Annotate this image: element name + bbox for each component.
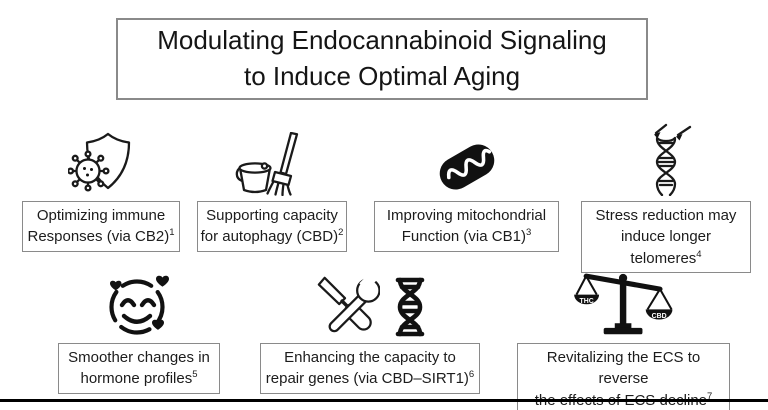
card-telomeres-label: Stress reduction may induce longer telom… [581, 201, 751, 273]
card-immune: Optimizing immune Responses (via CB2)1 [22, 122, 180, 252]
balance-scale-icon: THC CBD [573, 273, 672, 335]
virus-shield-icon [68, 132, 131, 192]
screwdriver-wrench-icon [317, 272, 380, 333]
card-gene-repair: Enhancing the capacity to repair genes (… [260, 272, 480, 394]
bucket-broom-icon [235, 132, 299, 196]
card-immune-label: Optimizing immune Responses (via CB2)1 [22, 201, 180, 252]
card-autophagy: Supporting capacity for autophagy (CBD)2 [197, 122, 347, 252]
footnote-3: 3 [525, 227, 532, 239]
footnote-6: 6 [468, 369, 475, 381]
love-face-icon [109, 275, 169, 335]
card-hormones-label: Smoother changes in hormone profiles5 [58, 343, 220, 394]
dna-bold-icon [395, 277, 425, 337]
card-ecs-balance-label: Revitalizing the ECS to reverse the effe… [517, 343, 730, 410]
figure-title-line1: Modulating Endocannabinoid Signaling [157, 25, 607, 56]
card-ecs-balance: THC CBD Revitalizing the ECS to reverse … [517, 272, 730, 410]
card-telomeres: Stress reduction may induce longer telom… [581, 122, 751, 273]
card-hormones: Smoother changes in hormone profiles5 [58, 272, 220, 394]
card-autophagy-label: Supporting capacity for autophagy (CBD)2 [197, 201, 347, 252]
footnote-7: 7 [707, 390, 713, 402]
mitochondria-icon [439, 144, 494, 190]
figure-title-box: Modulating Endocannabinoid Signaling to … [116, 18, 648, 100]
footnote-4: 4 [696, 248, 702, 260]
footnote-1: 1 [169, 227, 175, 239]
card-gene-repair-label: Enhancing the capacity to repair genes (… [260, 343, 480, 394]
footnote-2: 2 [338, 227, 344, 239]
footnote-5: 5 [192, 369, 198, 381]
card-mitochondria: Improving mitochondrial Function (via CB… [374, 122, 559, 252]
card-mitochondria-label: Improving mitochondrial Function (via CB… [374, 201, 559, 252]
figure-title-line2: to Induce Optimal Aging [243, 61, 521, 91]
dna-arrows-icon [654, 123, 692, 196]
scale-pan-right-label: CBD [651, 313, 666, 320]
scale-pan-left-label: THC [579, 298, 593, 305]
bottom-rule [0, 399, 768, 402]
